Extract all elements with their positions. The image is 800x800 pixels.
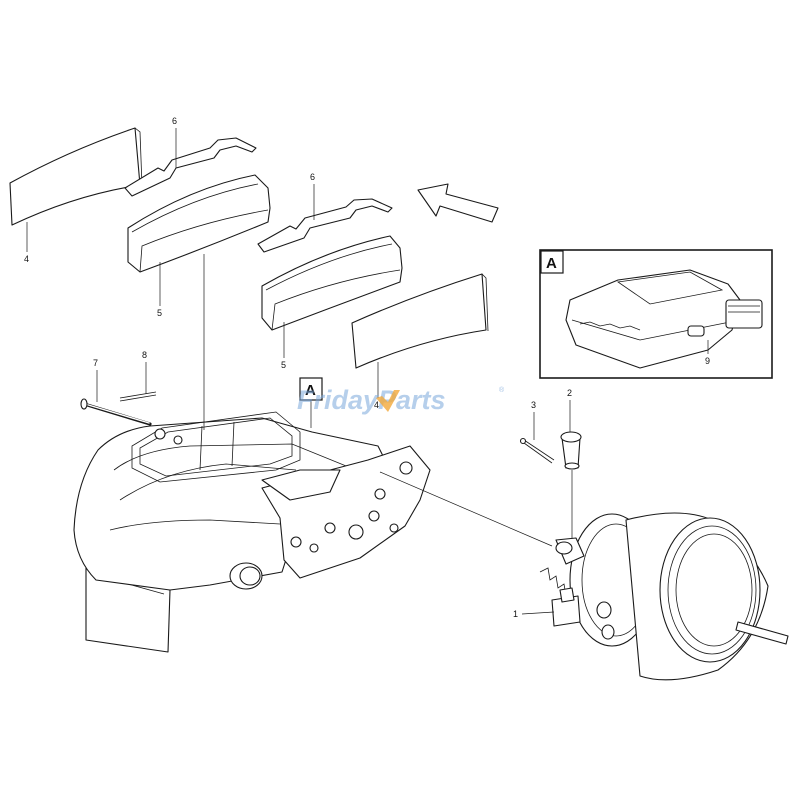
pad-spring-right	[257, 198, 393, 253]
callout-6-left: 6	[172, 116, 177, 126]
watermark-logo: FridayParts ®	[297, 385, 505, 415]
callout-labels: 4 5 6 6 5 4 7 8 9 2 3 1 A A	[24, 116, 710, 619]
pad-spring-left	[124, 137, 257, 197]
callout-9: 9	[705, 356, 710, 366]
callout-1: 1	[513, 609, 518, 619]
callout-4-right: 4	[374, 400, 379, 410]
watermark-text: FridayParts	[297, 385, 446, 415]
pad-retainer-frame	[131, 411, 301, 483]
direction-arrow-icon	[417, 183, 499, 223]
detail-box-letter: A	[546, 255, 557, 272]
brake-chamber-part-1	[539, 512, 789, 681]
split-pin-part-3	[519, 437, 555, 464]
watermark-registered: ®	[499, 386, 505, 394]
callout-7: 7	[93, 358, 98, 368]
pin-part-8	[119, 391, 157, 402]
brake-pad-right	[351, 273, 489, 369]
lever-bracket	[261, 445, 431, 579]
callout-2: 2	[567, 388, 572, 398]
reference-marker-a	[299, 377, 323, 428]
clevis-pin-part-2	[560, 431, 582, 470]
callout-6-right: 6	[310, 172, 315, 182]
callout-3: 3	[531, 400, 536, 410]
caliper-body	[73, 417, 393, 653]
bolt-part-7	[80, 398, 152, 426]
callout-5-right: 5	[281, 360, 286, 370]
brake-pad-backing-right	[261, 235, 403, 331]
detail-box-a	[539, 249, 773, 379]
callout-4-left: 4	[24, 254, 29, 264]
brake-pad-backing-left	[127, 174, 271, 273]
callout-8: 8	[142, 350, 147, 360]
brake-pad-left	[9, 127, 143, 226]
leader-lines	[26, 128, 709, 615]
callout-5-left: 5	[157, 308, 162, 318]
watermark-arrow-icon	[376, 390, 400, 412]
reference-marker-letter: A	[305, 382, 316, 399]
